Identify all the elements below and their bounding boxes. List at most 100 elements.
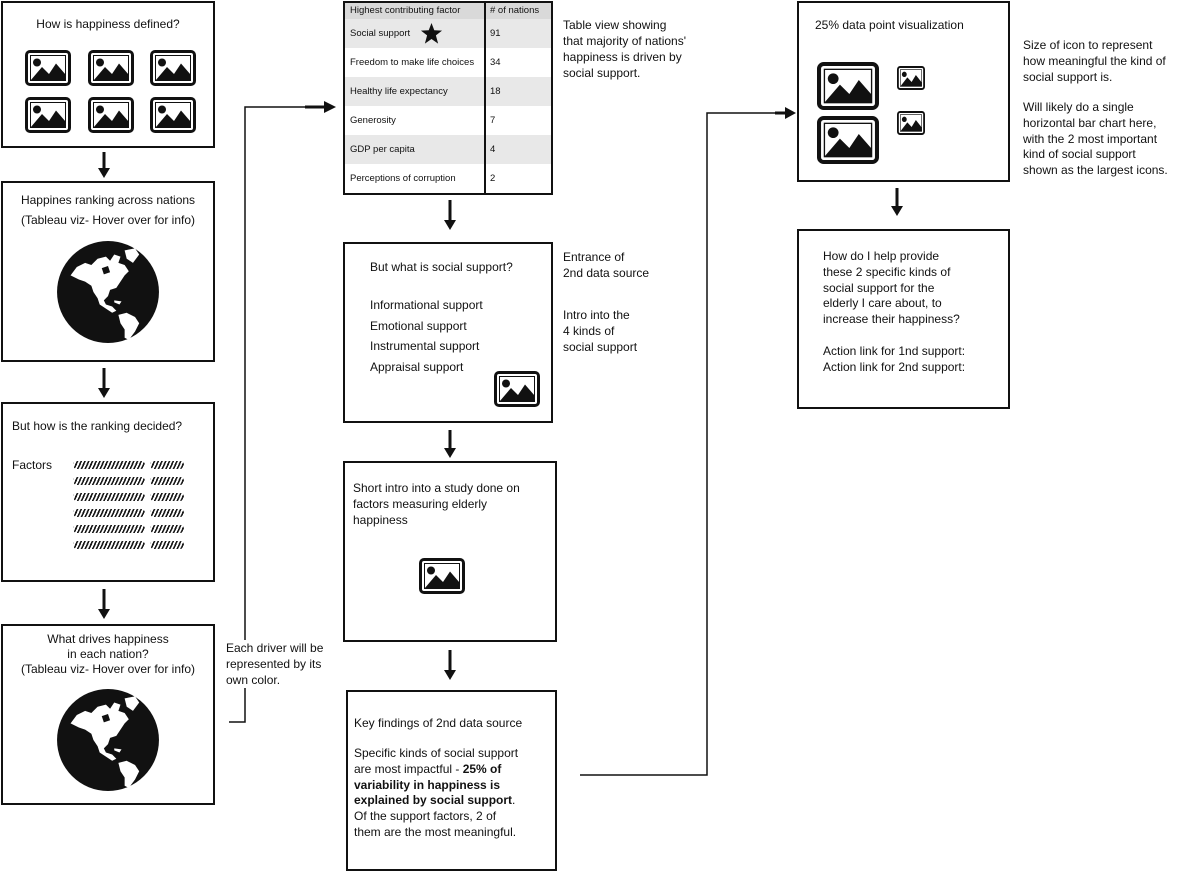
factor-cell: Perceptions of corruption bbox=[345, 164, 486, 193]
annotation-line: Each driver will be bbox=[226, 641, 324, 655]
arrow-down-icon bbox=[98, 152, 110, 178]
social-support-card: But what is social support? Informationa… bbox=[343, 242, 553, 423]
table-row: Perceptions of corruption 2 bbox=[345, 164, 551, 193]
annotation-line: happiness is driven by bbox=[563, 50, 682, 64]
image-placeholder-icon bbox=[494, 371, 540, 407]
body-text: Of the support factors, 2 of bbox=[354, 809, 497, 824]
table-header-row: Highest contributing factor # of nations bbox=[345, 3, 551, 19]
card-text-line: Short intro into a study done on bbox=[353, 481, 520, 495]
image-placeholder-icon-large bbox=[817, 116, 879, 164]
annotation-line: kind of social support bbox=[1023, 147, 1136, 162]
placeholder-text-scribble bbox=[73, 509, 145, 517]
table-row: GDP per capita 4 bbox=[345, 135, 551, 164]
key-findings-body: Specific kinds of social support are mos… bbox=[354, 746, 518, 841]
image-placeholder-icon bbox=[25, 50, 71, 86]
card-text-line: happiness bbox=[353, 513, 408, 527]
ranking-card: Happines ranking across nations (Tableau… bbox=[1, 181, 215, 362]
annotation-line: Intro into the bbox=[563, 308, 630, 322]
factor-cell: Generosity bbox=[345, 106, 486, 135]
factors-table: Highest contributing factor # of nations… bbox=[343, 1, 553, 195]
annotation-line: shown as the largest icons. bbox=[1023, 163, 1168, 178]
list-item: Emotional support bbox=[370, 318, 467, 333]
placeholder-text-scribble bbox=[73, 493, 145, 501]
column-header-nations: # of nations bbox=[490, 5, 540, 16]
card-title: Happines ranking across nations bbox=[20, 193, 196, 207]
factor-cell: Freedom to make life choices bbox=[345, 48, 486, 77]
annotation-line: social support is. bbox=[1023, 70, 1113, 84]
body-text: Specific kinds of social support bbox=[354, 746, 519, 760]
list-item: Appraisal support bbox=[370, 360, 464, 375]
table-row: Generosity 7 bbox=[345, 106, 551, 135]
study-intro-card: Short intro into a study done on factors… bbox=[343, 461, 557, 642]
placeholder-text-scribble bbox=[150, 541, 184, 549]
card-text: Short intro into a study done on factors… bbox=[353, 480, 520, 528]
card-title: Key findings of 2nd data source bbox=[354, 716, 523, 730]
placeholder-text-scribble bbox=[73, 477, 145, 485]
globe-icon bbox=[57, 689, 159, 791]
factors-label: Factors bbox=[12, 458, 53, 472]
image-placeholder-icon bbox=[150, 97, 196, 133]
body-highlight: 25% of bbox=[462, 761, 502, 776]
placeholder-text-scribble bbox=[73, 461, 145, 469]
image-placeholder-icon bbox=[25, 97, 71, 133]
body-text: them are the most meaningful. bbox=[354, 824, 517, 839]
placeholder-text-scribble bbox=[150, 477, 184, 485]
body-line: them are the most meaningful. bbox=[354, 825, 518, 841]
card-subtitle: (Tableau viz- Hover over for info) bbox=[20, 662, 196, 676]
placeholder-text-scribble bbox=[150, 461, 184, 469]
placeholder-text-scribble bbox=[73, 541, 145, 549]
image-placeholder-icon bbox=[419, 558, 465, 594]
arrow-down-icon bbox=[98, 368, 110, 398]
card-title: 25% data point visualization bbox=[815, 18, 964, 32]
image-placeholder-icon bbox=[88, 97, 134, 133]
drivers-card: What drives happiness in each nation? (T… bbox=[1, 624, 215, 805]
placeholder-text-scribble bbox=[150, 525, 184, 533]
body-text: are most impactful - bbox=[354, 761, 463, 776]
annotation-line: Entrance of bbox=[563, 250, 625, 264]
arrow-down-icon bbox=[98, 589, 110, 619]
annotation-line: Will likely do a single bbox=[1023, 100, 1134, 114]
image-placeholder-icon bbox=[150, 50, 196, 86]
nations-cell: 4 bbox=[490, 144, 496, 155]
factor-cell: Social support bbox=[345, 19, 486, 48]
arrow-down-icon bbox=[444, 430, 456, 458]
image-placeholder-icon-large bbox=[817, 62, 879, 110]
body-text: . bbox=[512, 793, 516, 808]
annotation-line: with the 2 most important bbox=[1023, 131, 1158, 146]
connector-drivers-to-table bbox=[229, 101, 336, 723]
card-title-line: in each nation? bbox=[67, 647, 149, 661]
action-question: How do I help provide these 2 specific k… bbox=[823, 249, 960, 328]
card-subtitle: (Tableau viz- Hover over for info) bbox=[20, 213, 196, 227]
annotation-line: social support. bbox=[563, 66, 641, 80]
annotation-line: 4 kinds of bbox=[563, 324, 615, 338]
nations-cell: 18 bbox=[490, 86, 501, 97]
image-placeholder-icon-small bbox=[897, 111, 925, 135]
question-line: How do I help provide bbox=[823, 249, 940, 263]
annotation-line: Table view showing bbox=[563, 18, 667, 32]
card-title-line: What drives happiness bbox=[47, 632, 169, 646]
placeholder-text-scribble bbox=[73, 525, 145, 533]
nations-cell: 34 bbox=[490, 57, 501, 68]
action-card: How do I help provide these 2 specific k… bbox=[797, 229, 1010, 409]
table-row: Healthy life expectancy 18 bbox=[345, 77, 551, 106]
column-header-factor: Highest contributing factor bbox=[345, 3, 486, 19]
card-text-line: factors measuring elderly bbox=[353, 497, 488, 511]
annotation-line: how meaningful the kind of bbox=[1023, 54, 1166, 68]
list-item: Instrumental support bbox=[370, 339, 480, 354]
action-links: Action link for 1nd support: Action link… bbox=[823, 344, 965, 375]
body-line: Specific kinds of social support bbox=[354, 746, 518, 762]
card-title: How is happiness defined? bbox=[36, 17, 180, 31]
ranking-decided-card: But how is the ranking decided? Factors bbox=[1, 402, 215, 582]
question-line: these 2 specific kinds of bbox=[823, 264, 951, 279]
body-line: Of the support factors, 2 of bbox=[354, 809, 518, 825]
question-line: elderly I care about, to bbox=[823, 296, 942, 311]
annotation-line: that majority of nations' bbox=[563, 34, 687, 48]
arrow-down-icon bbox=[444, 650, 456, 680]
nations-cell: 2 bbox=[490, 173, 496, 184]
globe-icon bbox=[57, 241, 159, 343]
connector-findings-to-visualization bbox=[580, 107, 796, 776]
nations-cell: 91 bbox=[490, 28, 501, 39]
annotation-line: represented by its bbox=[226, 657, 322, 671]
kinds-annotation: Intro into the 4 kinds of social support bbox=[563, 307, 638, 355]
arrow-down-icon bbox=[444, 200, 456, 230]
